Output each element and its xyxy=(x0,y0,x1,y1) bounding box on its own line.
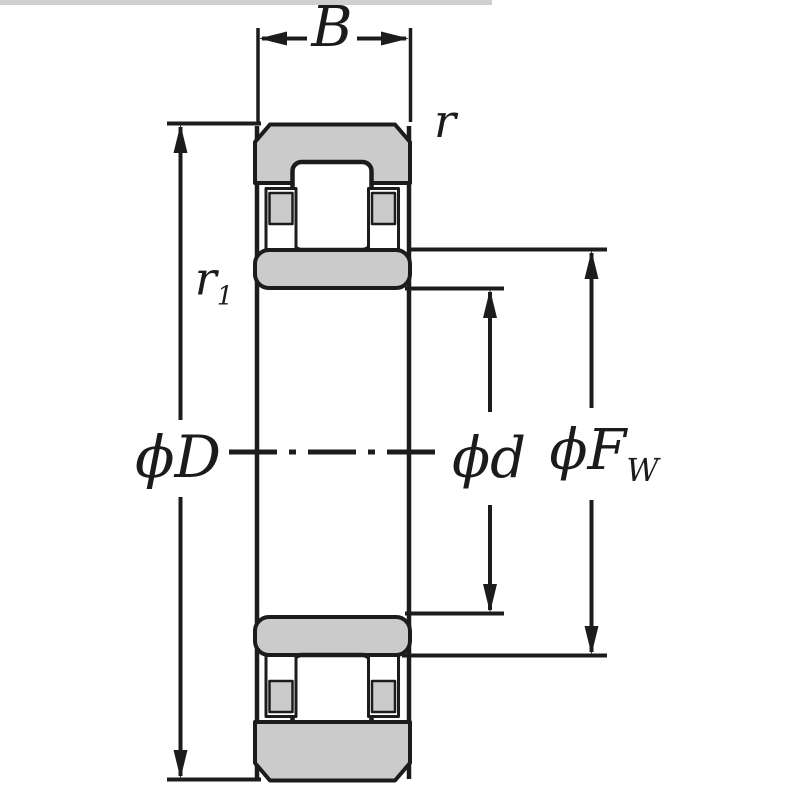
dimension-phiFw xyxy=(402,247,607,658)
cage-bottom-left-bar xyxy=(268,679,294,714)
dim-label-phiFw: ϕFW xyxy=(549,422,659,489)
dim-phid-arrow-bottom xyxy=(483,584,497,613)
inner-ring-top-section xyxy=(253,248,412,290)
outer-ring-bottom-section xyxy=(253,720,412,783)
dim-label-B: B xyxy=(311,0,353,60)
dim-label-r1-sub: 1 xyxy=(216,281,234,312)
cage-top-right-bar xyxy=(370,191,397,226)
dim-label-r: r xyxy=(434,94,456,148)
bearing-geometry xyxy=(229,122,444,783)
scan-artifact-strip xyxy=(0,0,492,5)
dim-label-phiFw-sub: W xyxy=(626,452,659,489)
roller-top-section xyxy=(290,159,374,253)
inner-ring-bottom-section xyxy=(253,615,412,657)
dimension-B xyxy=(256,28,413,122)
dim-phiD-arrow-top xyxy=(173,124,188,153)
cage-bottom-right-bar xyxy=(370,679,397,714)
dim-phiFw-arrow-bottom xyxy=(584,626,599,655)
dim-label-phiD: ϕD xyxy=(134,423,222,491)
dim-label-r1-main: r xyxy=(194,251,217,306)
dim-phid-arrow-top xyxy=(483,289,497,318)
dim-phiFw-arrow-top xyxy=(584,250,599,279)
dimension-phiD xyxy=(167,121,261,782)
dim-B-arrow-left xyxy=(259,31,287,46)
cage-top-left-bar xyxy=(268,191,294,226)
dim-label-phiFw-main: ϕF xyxy=(549,417,627,483)
dimension-phid xyxy=(405,286,504,616)
dim-phiD-arrow-bottom xyxy=(173,750,188,779)
dim-B-arrow-right xyxy=(381,31,409,46)
dim-label-phid: ϕd xyxy=(451,426,527,491)
dim-label-r1: r1 xyxy=(195,256,233,311)
